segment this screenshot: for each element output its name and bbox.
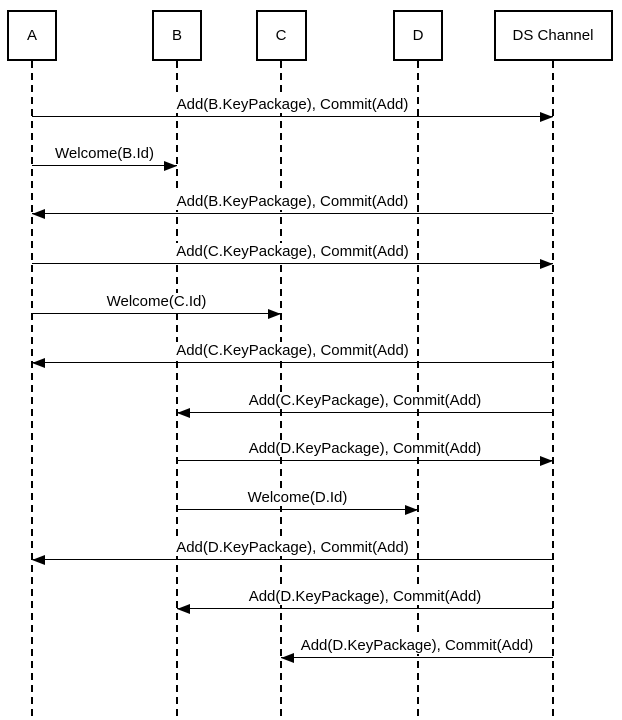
message-arrowhead xyxy=(540,112,553,122)
message-label: Add(D.KeyPackage), Commit(Add) xyxy=(245,440,485,457)
message-arrowhead xyxy=(540,456,553,466)
message-line xyxy=(32,116,553,117)
message-line xyxy=(177,460,553,461)
message-arrowhead xyxy=(177,604,190,614)
message-arrowhead xyxy=(32,209,45,219)
participant-box-ds-channel: DS Channel xyxy=(493,10,613,61)
message-label: Welcome(C.Id) xyxy=(103,293,210,310)
message-line xyxy=(177,412,553,413)
message-label: Add(D.KeyPackage), Commit(Add) xyxy=(173,539,412,556)
message-arrowhead xyxy=(540,259,553,269)
message-label: Add(C.KeyPackage), Commit(Add) xyxy=(173,243,412,260)
message-arrowhead xyxy=(268,309,281,319)
participant-label: D xyxy=(412,27,424,44)
message-line xyxy=(177,608,553,609)
message-line xyxy=(281,657,553,658)
message-line xyxy=(32,263,553,264)
lifeline-c xyxy=(280,61,282,720)
message-label: Add(B.KeyPackage), Commit(Add) xyxy=(173,96,412,113)
message-label: Add(D.KeyPackage), Commit(Add) xyxy=(297,637,537,654)
message-line xyxy=(32,559,553,560)
message-label: Add(C.KeyPackage), Commit(Add) xyxy=(173,342,412,359)
message-arrowhead xyxy=(32,358,45,368)
message-label: Welcome(D.Id) xyxy=(244,489,351,506)
message-line xyxy=(32,213,553,214)
message-arrowhead xyxy=(405,505,418,515)
message-line xyxy=(177,509,418,510)
lifeline-a xyxy=(31,61,33,720)
lifeline-d xyxy=(417,61,419,720)
message-arrowhead xyxy=(164,161,177,171)
participant-label: B xyxy=(171,27,182,44)
message-line xyxy=(32,165,177,166)
participant-box-d: D xyxy=(393,10,443,61)
message-label: Welcome(B.Id) xyxy=(52,145,157,162)
participant-label: DS Channel xyxy=(512,27,594,44)
participant-label: C xyxy=(275,27,287,44)
message-line xyxy=(32,313,281,314)
lifeline-b xyxy=(176,61,178,720)
lifeline-ds-channel xyxy=(552,61,554,720)
participant-box-c: C xyxy=(255,10,307,61)
participant-box-a: A xyxy=(7,10,57,61)
message-arrowhead xyxy=(177,408,190,418)
participant-box-b: B xyxy=(152,10,202,61)
message-arrowhead xyxy=(281,653,294,663)
message-arrowhead xyxy=(32,555,45,565)
message-line xyxy=(32,362,553,363)
message-label: Add(B.KeyPackage), Commit(Add) xyxy=(173,193,412,210)
message-label: Add(C.KeyPackage), Commit(Add) xyxy=(245,392,485,409)
message-label: Add(D.KeyPackage), Commit(Add) xyxy=(245,588,485,605)
participant-label: A xyxy=(26,27,37,44)
